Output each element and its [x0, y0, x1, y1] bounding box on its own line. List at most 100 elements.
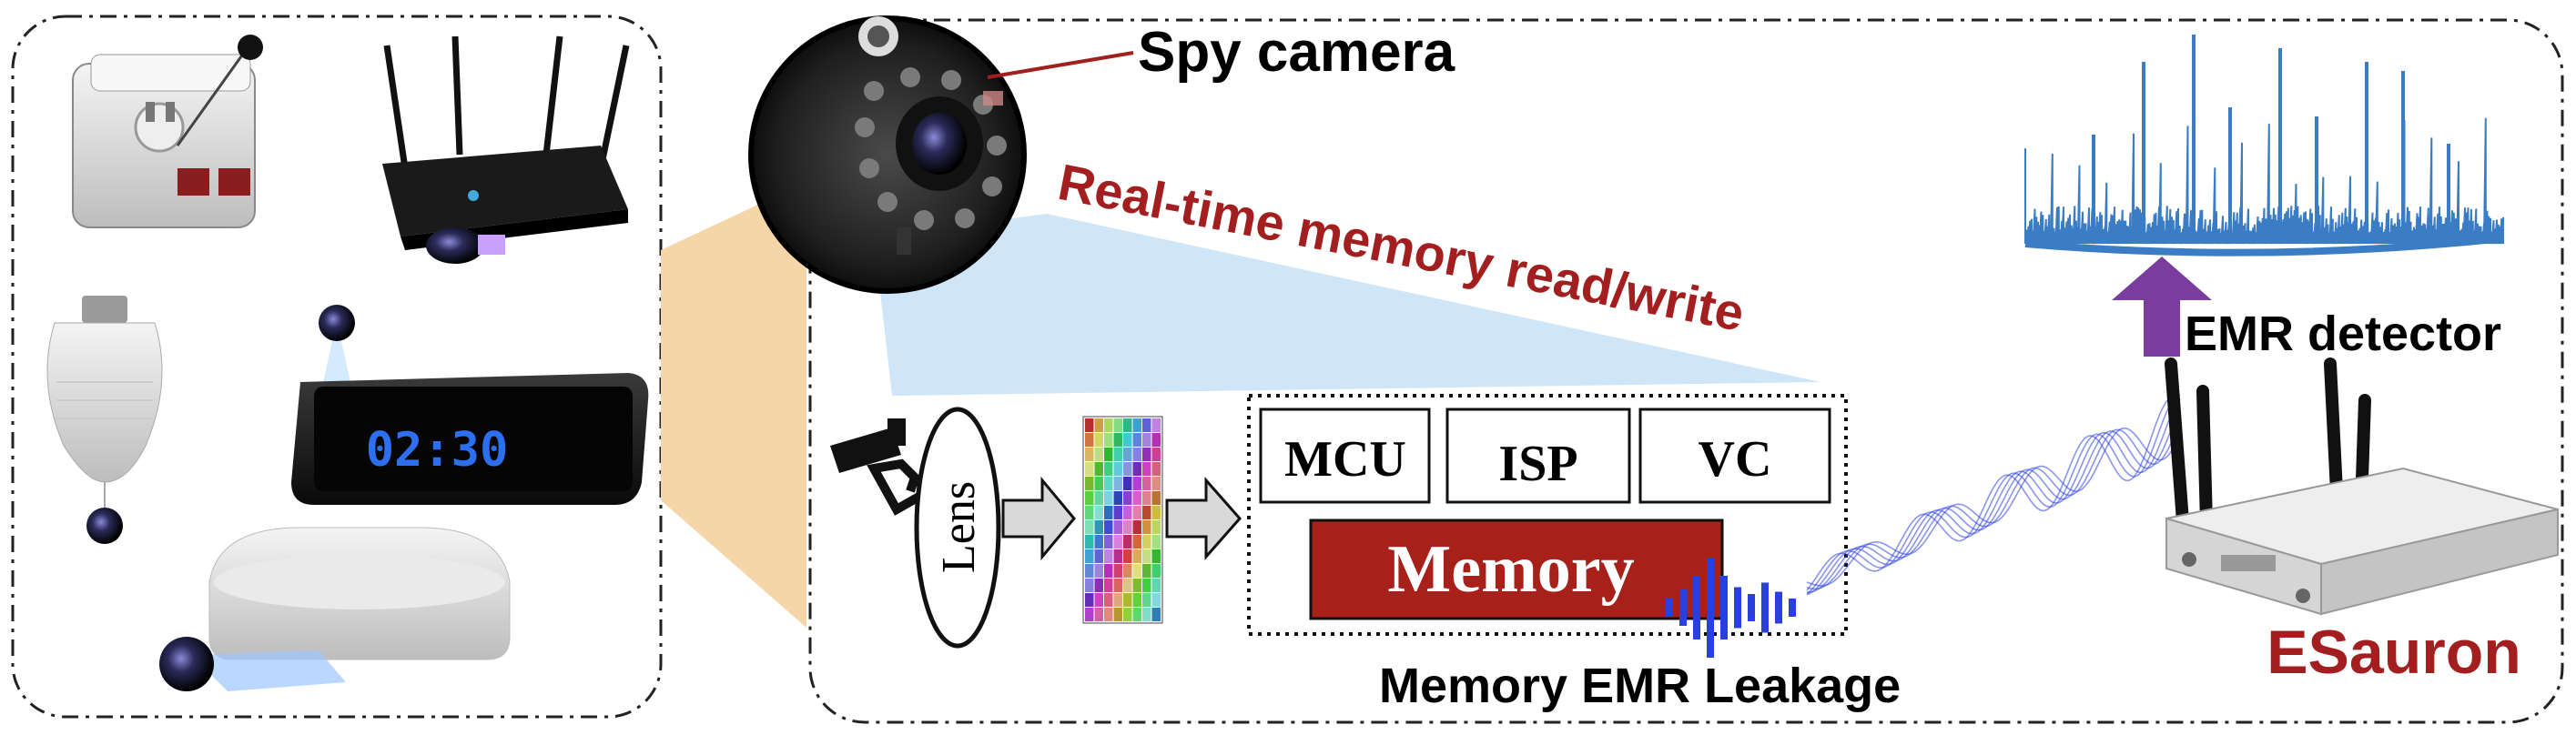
emr-detector-label: EMR detector [2185, 307, 2501, 361]
pixel-cell [1104, 477, 1113, 490]
pixel-cell [1132, 520, 1141, 534]
pixel-cell [1094, 564, 1103, 578]
pixel-cell [1085, 579, 1094, 592]
pixel-cell [1094, 491, 1103, 505]
pixel-cell [1142, 549, 1151, 563]
leakage-bar [1666, 599, 1673, 617]
pixel-cell [1085, 418, 1094, 432]
pixel-cell [1094, 579, 1103, 592]
pixel-cell [1151, 433, 1161, 447]
pixel-cell [1094, 549, 1103, 563]
pixel-cell [1142, 418, 1151, 432]
pixel-cell [1113, 477, 1122, 490]
pixel-cell [1104, 433, 1113, 447]
pixel-cell [1132, 564, 1141, 578]
pixel-cell [1132, 462, 1141, 476]
pixel-cell [1094, 535, 1103, 549]
arrow-lens-to-sensor [1001, 476, 1076, 561]
pixel-grid-border [1082, 416, 1163, 624]
pixel-cell [1132, 535, 1141, 549]
leakage-bar [1693, 576, 1700, 639]
lens-ellipse [914, 407, 1001, 649]
pixel-cell [1142, 506, 1151, 519]
pixel-cell [1104, 418, 1113, 432]
pixel-cell [1085, 462, 1094, 476]
pixel-cell [1123, 448, 1132, 461]
pixel-cell [1142, 448, 1151, 461]
pixel-cell [1123, 549, 1132, 563]
mcu-box [1259, 408, 1431, 504]
sdr-device [2165, 357, 2559, 616]
pixel-cell [1151, 608, 1161, 621]
pixel-cell [1113, 491, 1122, 505]
pixel-cell [1151, 549, 1161, 563]
pixel-cell [1132, 477, 1141, 490]
pixel-cell [1104, 506, 1113, 519]
memory-box [1309, 518, 1724, 620]
em-wave-strand [1806, 396, 2181, 591]
pixel-grid [1082, 416, 1163, 624]
pixel-cell [1094, 506, 1103, 519]
zoom-connector [661, 182, 806, 628]
pixel-cell [1104, 520, 1113, 534]
pixel-cell [1113, 549, 1122, 563]
pcb-camera [748, 15, 1027, 294]
pixel-cell [1123, 579, 1132, 592]
pixel-cell [1085, 564, 1094, 578]
spectrum-trace [2024, 117, 2504, 245]
pixel-cell [1151, 535, 1161, 549]
pixel-cell [1104, 593, 1113, 607]
pixel-cell [1123, 608, 1132, 621]
smoke-detector-camera [159, 527, 511, 691]
pixel-cell [1151, 491, 1161, 505]
memory-label: Memory [1387, 532, 1634, 607]
pixel-cell [1123, 491, 1132, 505]
pixel-cell [1132, 506, 1141, 519]
pixel-cell [1094, 433, 1103, 447]
pixel-cell [1132, 491, 1141, 505]
esauron-label: ESauron [2267, 618, 2521, 687]
em-wave-strand [1806, 398, 2181, 596]
pixel-cell [1104, 564, 1113, 578]
vc-box [1638, 408, 1831, 504]
leakage-bars [1666, 558, 1796, 658]
leakage-bar [1679, 589, 1687, 626]
leakage-bar [1707, 558, 1714, 658]
pixel-cell [1113, 520, 1122, 534]
memory-beam [874, 214, 1820, 396]
pixel-cell [1113, 579, 1122, 592]
pixel-cell [1113, 564, 1122, 578]
pixel-cell [1142, 608, 1151, 621]
pixel-cell [1151, 579, 1161, 592]
pixel-cell [1123, 520, 1132, 534]
pixel-cell [1123, 462, 1132, 476]
pixel-cell [1142, 433, 1151, 447]
devices-panel [11, 15, 663, 719]
spy-camera-pointer [987, 51, 1134, 79]
pixel-cell [1142, 579, 1151, 592]
pixel-cell [1094, 448, 1103, 461]
pixel-cell [1085, 477, 1094, 490]
system-panel [808, 18, 2564, 724]
pixel-cell [1142, 477, 1151, 490]
power-adapter-camera [72, 35, 263, 228]
pixel-cell [1085, 448, 1094, 461]
pixel-cell [1123, 433, 1132, 447]
router-camera [382, 35, 630, 264]
pixel-cell [1085, 520, 1094, 534]
isp-box [1445, 408, 1631, 504]
pixel-cell [1104, 448, 1113, 461]
pixel-cell [1085, 433, 1094, 447]
pixel-cell [1132, 448, 1141, 461]
pixel-cell [1113, 433, 1122, 447]
pixel-cell [1132, 608, 1141, 621]
pixel-cell [1151, 564, 1161, 578]
pixel-cell [1123, 506, 1132, 519]
em-wave [1806, 394, 2181, 596]
pixel-cell [1104, 462, 1113, 476]
lens-label: Lens [933, 481, 985, 573]
pixel-cell [1142, 462, 1151, 476]
pixel-cell [1113, 418, 1122, 432]
leakage-bar [1720, 576, 1728, 639]
